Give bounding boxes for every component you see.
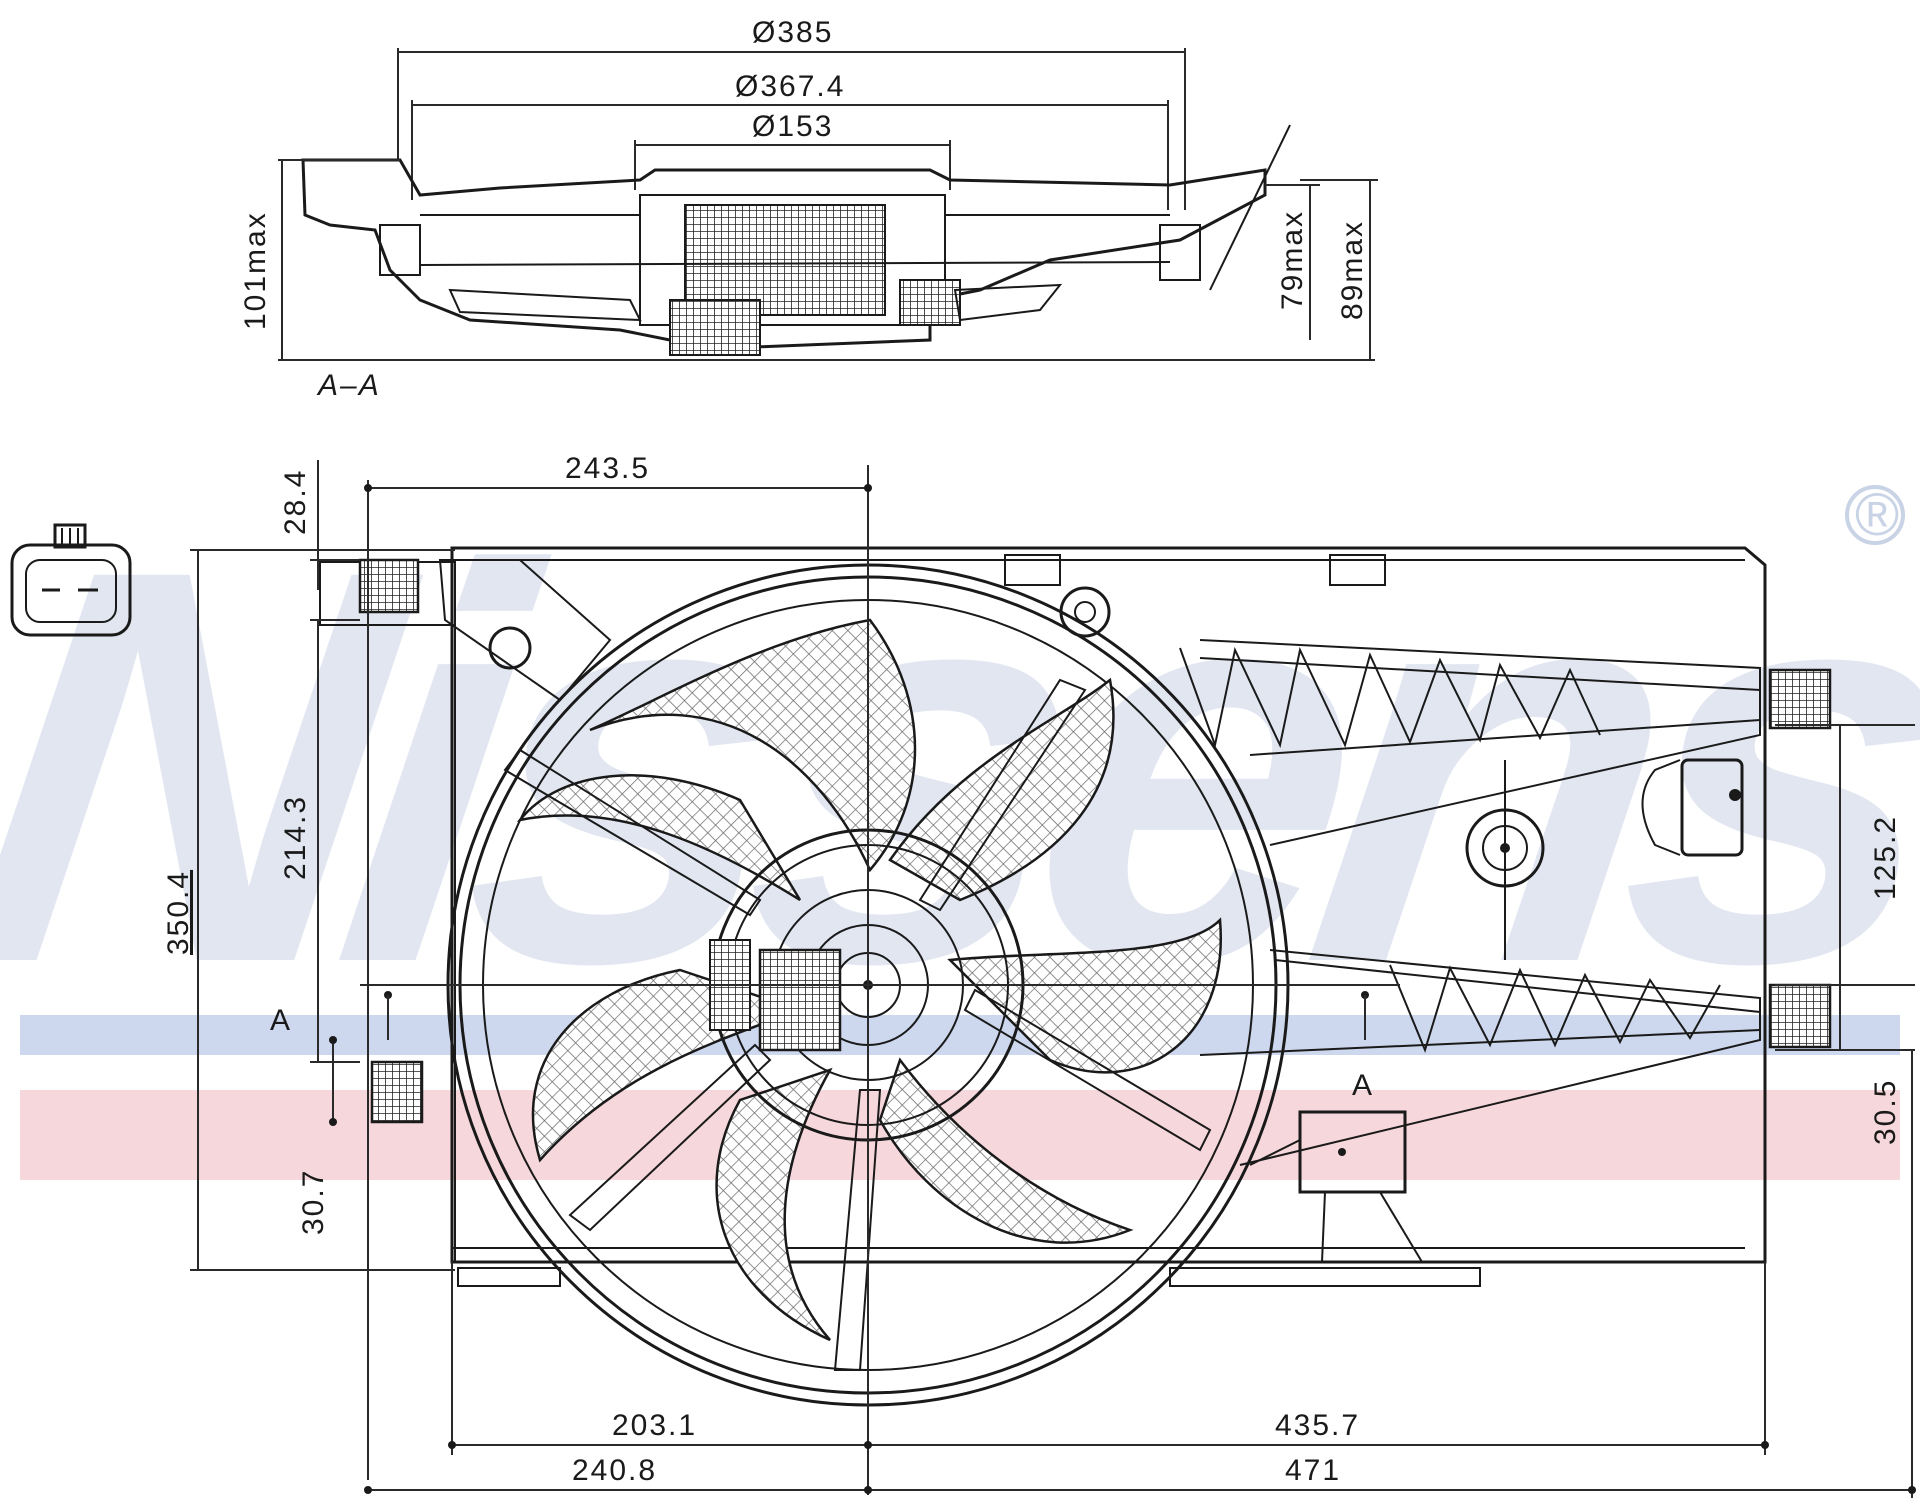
dim-bottom-203: 203.1 (612, 1409, 697, 1442)
dim-top-243: 243.5 (565, 452, 650, 485)
dim-left-350: 350.4 (162, 870, 195, 955)
dim-bottom-435: 435.7 (1275, 1409, 1360, 1442)
registered-mark: ® (1855, 481, 1899, 548)
watermark-brand: Nissens (0, 454, 1920, 1079)
front-view: A A 243.5 28.4 214.3 350.4 30.7 125.2 (162, 452, 1916, 1498)
dim-diameter-367: Ø367.4 (735, 70, 845, 103)
dim-left-214: 214.3 (279, 795, 312, 880)
section-label: A–A (316, 369, 381, 402)
dim-height-89: 89max (1336, 220, 1369, 320)
registered-mark-circle (1845, 485, 1905, 545)
dim-bottom-471: 471 (1285, 1454, 1341, 1487)
section-marker-right: A (1352, 1069, 1374, 1102)
dim-left-30: 30.7 (297, 1169, 330, 1235)
section-marker-left: A (270, 1004, 292, 1037)
dim-bottom-240: 240.8 (572, 1454, 657, 1487)
dim-diameter-153: Ø153 (752, 110, 833, 143)
dim-left-28: 28.4 (279, 469, 312, 535)
dim-right-30: 30.5 (1869, 1079, 1902, 1145)
dim-right-125: 125.2 (1869, 815, 1902, 900)
electrical-connector-icon (10, 523, 132, 637)
dim-height-79: 79max (1276, 210, 1309, 310)
dim-diameter-385: Ø385 (752, 16, 833, 49)
dim-height-101: 101max (239, 211, 272, 330)
section-view: Ø385 Ø367.4 Ø153 101max 79max 89ma (239, 16, 1378, 402)
